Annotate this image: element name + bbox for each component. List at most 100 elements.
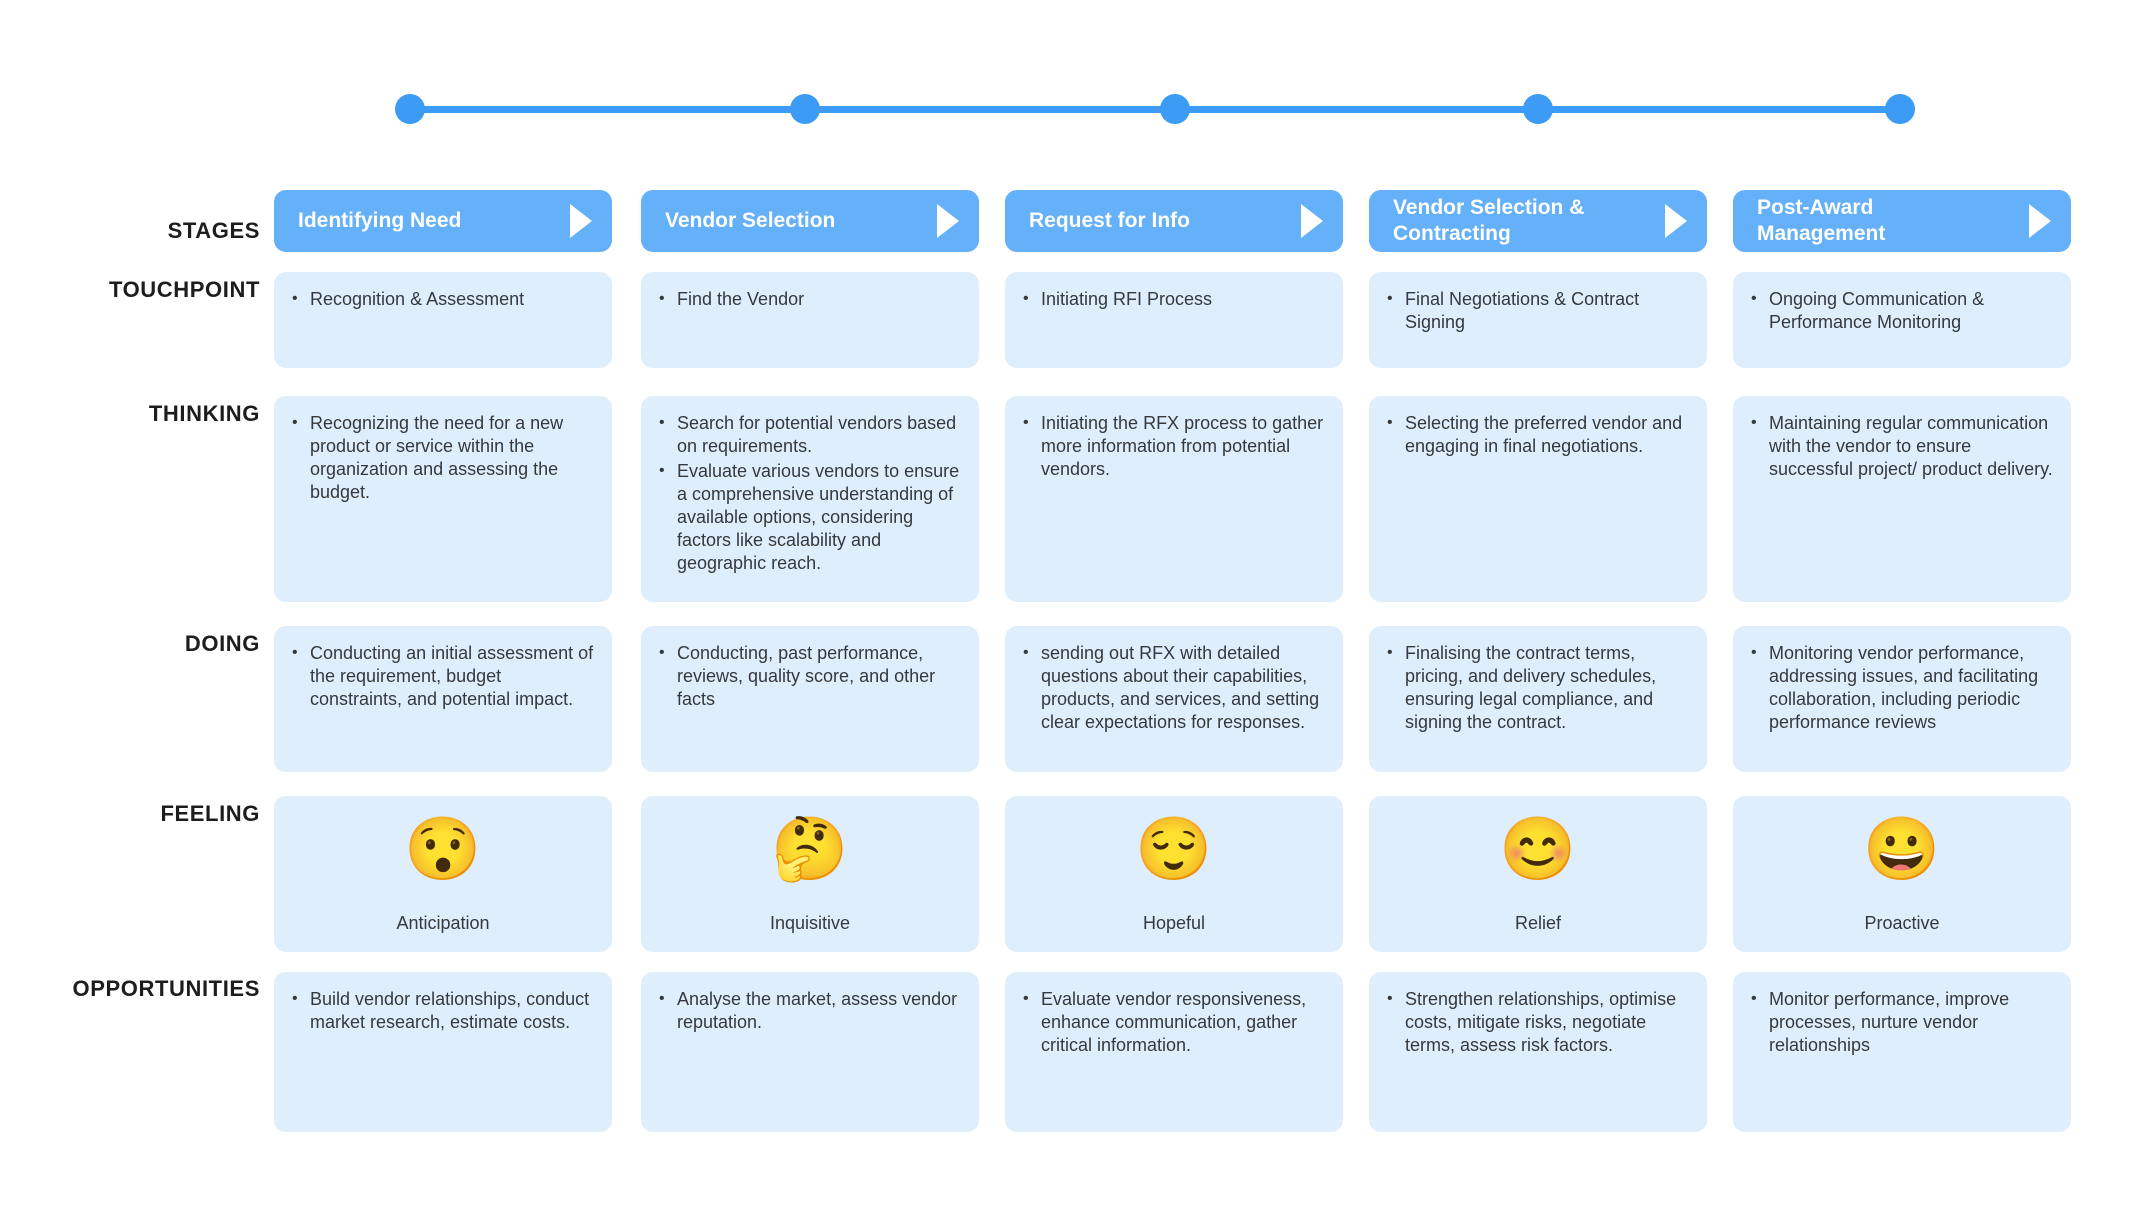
- feeling-label-3: Hopeful: [1142, 912, 1206, 933]
- feeling-cell-4[interactable]: 😊 Relief: [1369, 796, 1707, 952]
- row-label-stages: STAGES: [167, 218, 260, 243]
- chevron-right-icon: [2029, 204, 2051, 238]
- list-item: Recognition & Assessment: [288, 287, 594, 311]
- list-item: Strengthen relationships, optimise costs…: [1383, 987, 1689, 1057]
- thinking-cell-5[interactable]: Maintaining regular communication with t…: [1733, 396, 2071, 602]
- feeling-label-5: Proactive: [1864, 912, 1940, 933]
- touchpoint-cell-2[interactable]: Find the Vendor: [641, 272, 979, 368]
- stage-title-4: Vendor Selection & Contracting: [1393, 196, 1585, 245]
- timeline-dot-2[interactable]: [790, 94, 820, 124]
- stage-header-2[interactable]: Vendor Selection: [641, 190, 979, 252]
- thinking-cell-1[interactable]: Recognizing the need for a new product o…: [274, 396, 612, 602]
- list-item: Conducting, past performance, reviews, q…: [655, 641, 961, 711]
- feeling-cell-1[interactable]: 😯 Anticipation: [274, 796, 612, 952]
- stage-header-4[interactable]: Vendor Selection & Contracting: [1369, 190, 1707, 252]
- doing-list-3: sending out RFX with detailed questions …: [1019, 641, 1325, 734]
- list-item: Conducting an initial assessment of the …: [288, 641, 594, 711]
- timeline-dot-5[interactable]: [1885, 94, 1915, 124]
- feeling-label-2: Inquisitive: [769, 912, 851, 933]
- doing-list-2: Conducting, past performance, reviews, q…: [655, 641, 961, 711]
- row-label-feeling: FEELING: [160, 801, 260, 826]
- opportunities-list-2: Analyse the market, assess vendor reputa…: [655, 987, 961, 1034]
- stage-header-1[interactable]: Identifying Need: [274, 190, 612, 252]
- smiling-face-smiling-eyes-emoji: 😊: [1499, 814, 1577, 884]
- list-item: Monitoring vendor performance, addressin…: [1747, 641, 2053, 734]
- opportunities-cell-4[interactable]: Strengthen relationships, optimise costs…: [1369, 972, 1707, 1132]
- opportunities-cell-1[interactable]: Build vendor relationships, conduct mark…: [274, 972, 612, 1132]
- doing-list-4: Finalising the contract terms, pricing, …: [1383, 641, 1689, 734]
- list-item: Search for potential vendors based on re…: [655, 411, 961, 458]
- doing-cell-1[interactable]: Conducting an initial assessment of the …: [274, 626, 612, 772]
- list-item: Initiating RFI Process: [1019, 287, 1325, 311]
- list-item: Ongoing Communication & Performance Moni…: [1747, 287, 2053, 334]
- doing-cell-5[interactable]: Monitoring vendor performance, addressin…: [1733, 626, 2071, 772]
- opportunities-list-5: Monitor performance, improve processes, …: [1747, 987, 2053, 1057]
- timeline-dot-3[interactable]: [1160, 94, 1190, 124]
- thinking-cell-4[interactable]: Selecting the preferred vendor and engag…: [1369, 396, 1707, 602]
- opportunities-cell-5[interactable]: Monitor performance, improve processes, …: [1733, 972, 2071, 1132]
- feeling-cell-2[interactable]: 🤔 Inquisitive: [641, 796, 979, 952]
- relieved-face-emoji: 😌: [1135, 814, 1213, 884]
- thinking-face-emoji: 🤔: [771, 814, 849, 884]
- thinking-cell-3[interactable]: Initiating the RFX process to gather mor…: [1005, 396, 1343, 602]
- opportunities-cell-3[interactable]: Evaluate vendor responsiveness, enhance …: [1005, 972, 1343, 1132]
- touchpoint-cell-4[interactable]: Final Negotiations & Contract Signing: [1369, 272, 1707, 368]
- doing-cell-2[interactable]: Conducting, past performance, reviews, q…: [641, 626, 979, 772]
- list-item: Evaluate vendor responsiveness, enhance …: [1019, 987, 1325, 1057]
- list-item: Recognizing the need for a new product o…: [288, 411, 594, 504]
- thinking-cell-2[interactable]: Search for potential vendors based on re…: [641, 396, 979, 602]
- list-item: Finalising the contract terms, pricing, …: [1383, 641, 1689, 734]
- touchpoint-list-4: Final Negotiations & Contract Signing: [1383, 287, 1689, 334]
- row-label-opportunities: OPPORTUNITIES: [72, 976, 260, 1001]
- list-item: Analyse the market, assess vendor reputa…: [655, 987, 961, 1034]
- feeling-label-4: Relief: [1514, 912, 1562, 933]
- chevron-right-icon: [1665, 204, 1687, 238]
- list-item: Selecting the preferred vendor and engag…: [1383, 411, 1689, 458]
- thinking-list-2: Search for potential vendors based on re…: [655, 411, 961, 575]
- row-label-touchpoint: TOUCHPOINT: [108, 277, 260, 302]
- stage-header-3[interactable]: Request for Info: [1005, 190, 1343, 252]
- list-item: Maintaining regular communication with t…: [1747, 411, 2053, 481]
- stage-title-5: Post-Award Management: [1757, 196, 1886, 245]
- touchpoint-cell-1[interactable]: Recognition & Assessment: [274, 272, 612, 368]
- chevron-right-icon: [570, 204, 592, 238]
- list-item: sending out RFX with detailed questions …: [1019, 641, 1325, 734]
- list-item: Monitor performance, improve processes, …: [1747, 987, 2053, 1057]
- thinking-list-5: Maintaining regular communication with t…: [1747, 411, 2053, 481]
- touchpoint-list-1: Recognition & Assessment: [288, 287, 594, 311]
- doing-cell-3[interactable]: sending out RFX with detailed questions …: [1005, 626, 1343, 772]
- timeline-dot-4[interactable]: [1523, 94, 1553, 124]
- feeling-cell-5[interactable]: 😀 Proactive: [1733, 796, 2071, 952]
- chevron-right-icon: [1301, 204, 1323, 238]
- list-item: Initiating the RFX process to gather mor…: [1019, 411, 1325, 481]
- grinning-face-emoji: 😀: [1863, 814, 1941, 884]
- opportunities-cell-2[interactable]: Analyse the market, assess vendor reputa…: [641, 972, 979, 1132]
- feeling-cell-3[interactable]: 😌 Hopeful: [1005, 796, 1343, 952]
- thinking-list-1: Recognizing the need for a new product o…: [288, 411, 594, 504]
- stage-title-2: Vendor Selection: [665, 209, 836, 232]
- opportunities-list-4: Strengthen relationships, optimise costs…: [1383, 987, 1689, 1057]
- touchpoint-cell-5[interactable]: Ongoing Communication & Performance Moni…: [1733, 272, 2071, 368]
- feeling-label-1: Anticipation: [396, 912, 490, 933]
- doing-list-5: Monitoring vendor performance, addressin…: [1747, 641, 2053, 734]
- stage-title-1: Identifying Need: [298, 209, 462, 232]
- timeline-line: [404, 106, 1906, 113]
- chevron-right-icon: [937, 204, 959, 238]
- opportunities-list-3: Evaluate vendor responsiveness, enhance …: [1019, 987, 1325, 1057]
- list-item: Evaluate various vendors to ensure a com…: [655, 459, 961, 575]
- thinking-list-3: Initiating the RFX process to gather mor…: [1019, 411, 1325, 481]
- list-item: Final Negotiations & Contract Signing: [1383, 287, 1689, 334]
- touchpoint-list-2: Find the Vendor: [655, 287, 961, 311]
- list-item: Build vendor relationships, conduct mark…: [288, 987, 594, 1034]
- timeline-dot-1[interactable]: [395, 94, 425, 124]
- touchpoint-list-3: Initiating RFI Process: [1019, 287, 1325, 311]
- doing-cell-4[interactable]: Finalising the contract terms, pricing, …: [1369, 626, 1707, 772]
- touchpoint-cell-3[interactable]: Initiating RFI Process: [1005, 272, 1343, 368]
- stage-title-3: Request for Info: [1029, 209, 1190, 232]
- row-label-doing: DOING: [184, 631, 260, 656]
- row-label-thinking: THINKING: [148, 401, 260, 426]
- stage-header-5[interactable]: Post-Award Management: [1733, 190, 2071, 252]
- list-item: Find the Vendor: [655, 287, 961, 311]
